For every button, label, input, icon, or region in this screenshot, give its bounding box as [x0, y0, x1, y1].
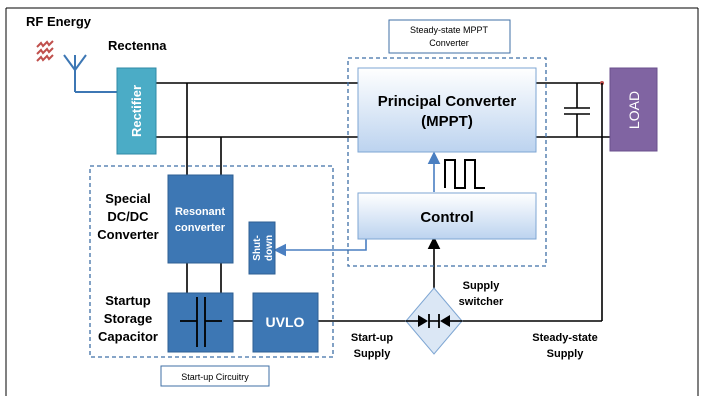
steady-supply-label-line1: Steady-state	[532, 332, 597, 344]
supply-switcher-label-line2: switcher	[459, 296, 504, 308]
steady-state-region	[347, 57, 547, 267]
steady-state-label-line1: Steady-state MPPT	[410, 25, 489, 35]
rectifier-block	[116, 67, 157, 155]
startup-storage-label-line2: Storage	[104, 311, 152, 326]
startup-storage-label-line3: Capacitor	[98, 329, 158, 344]
resonant-converter-block	[167, 174, 234, 264]
pwm-pulse-icon	[444, 159, 485, 189]
rf-energy-label: RF Energy	[26, 14, 92, 29]
startup-storage-label-line1: Startup	[105, 293, 151, 308]
control-label: Control	[420, 209, 473, 226]
special-converter-label-line3: Converter	[97, 227, 158, 242]
steady-supply-label-line2: Supply	[547, 348, 585, 360]
output-capacitor-icon	[564, 83, 590, 137]
resonant-converter-label: Resonant	[175, 206, 225, 218]
antenna-icon	[63, 54, 117, 93]
shutdown-label: Shut-	[252, 235, 263, 261]
rf-wave-icon	[36, 40, 54, 62]
steady-state-label-box	[388, 19, 511, 54]
principal-converter-sublabel: (MPPT)	[421, 113, 473, 130]
storage-capacitor-block	[167, 292, 234, 353]
diode-pair-icon	[406, 314, 462, 328]
control-to-shutdown-arrow	[273, 217, 367, 257]
supply-switcher-label-line1: Supply	[463, 280, 501, 292]
startup-supply-label-line1: Start-up	[351, 332, 393, 344]
resonant-converter-sublabel: converter	[175, 222, 226, 234]
startup-supply-label-line2: Supply	[354, 348, 392, 360]
principal-converter-block	[357, 67, 537, 153]
principal-converter-label: Principal Converter	[378, 93, 517, 110]
startup-region	[89, 165, 334, 358]
special-converter-label-line2: DC/DC	[107, 209, 149, 224]
uvlo-block	[252, 292, 319, 353]
steady-state-label-line2: Converter	[429, 38, 469, 48]
special-converter-label-line1: Special	[105, 191, 151, 206]
control-block	[357, 192, 537, 240]
load-label: LOAD	[626, 91, 642, 129]
startup-circuitry-label: Start-up Circuitry	[181, 372, 249, 382]
shutdown-sublabel: down	[264, 235, 275, 261]
storage-capacitor-icon	[180, 297, 222, 347]
rectifier-label: Rectifier	[129, 85, 144, 137]
startup-circuitry-label-box	[160, 365, 270, 387]
uvlo-label: UVLO	[266, 314, 305, 330]
load-block	[609, 67, 658, 152]
rectenna-label: Rectenna	[108, 38, 167, 53]
shutdown-block	[248, 221, 276, 275]
